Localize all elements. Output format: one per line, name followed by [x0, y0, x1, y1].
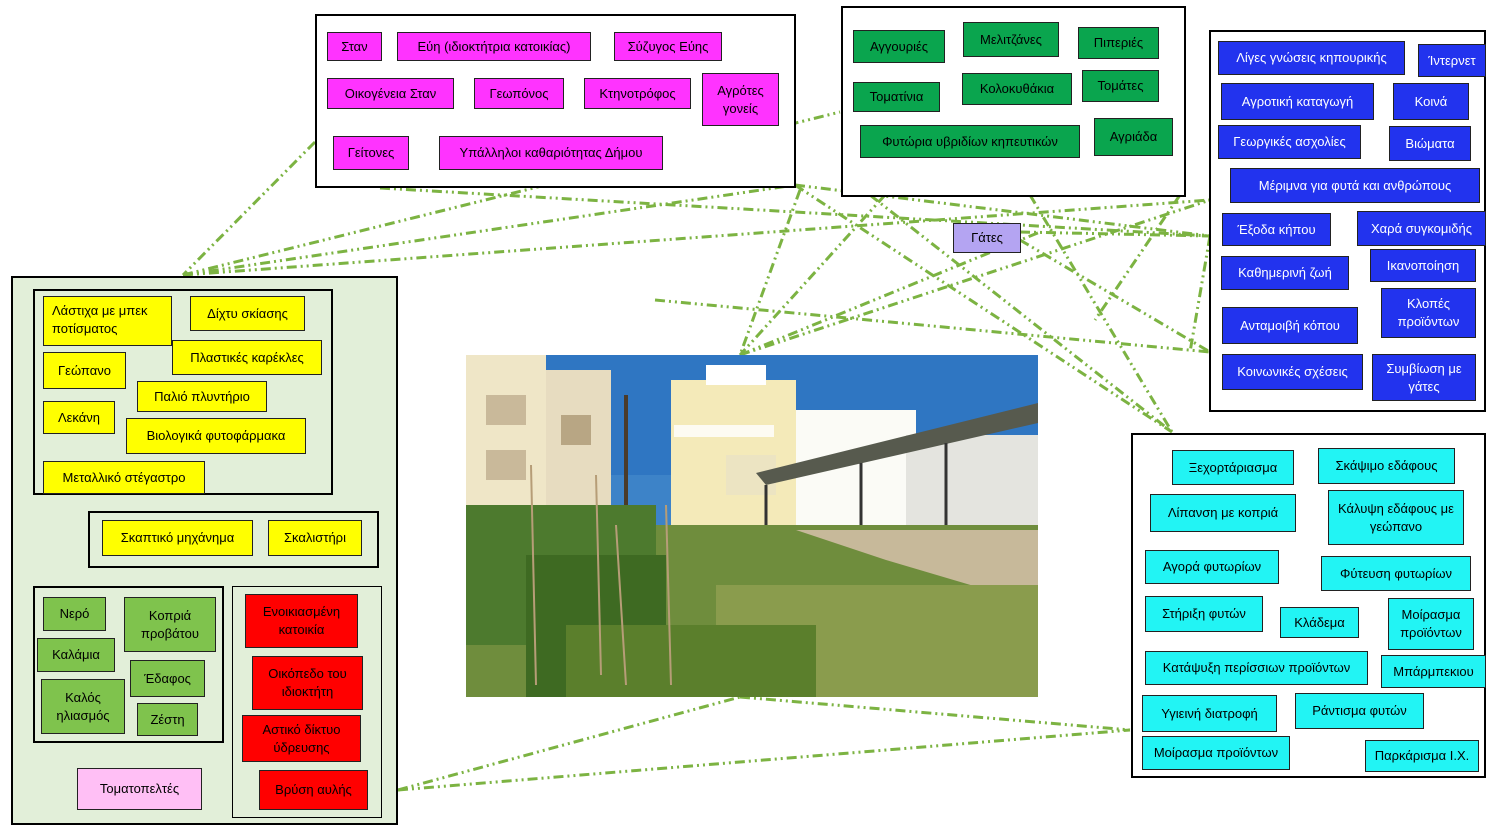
- natural-tag: Κοπριά προβάτου: [124, 597, 216, 652]
- actor-tag: Οικογένεια Σταν: [327, 78, 454, 109]
- tools-group: [33, 289, 333, 495]
- connector: [1019, 238, 1211, 354]
- natural-tag: Καλός ηλιασμός: [41, 679, 125, 734]
- connector: [739, 198, 1211, 357]
- meaning-tag: Βιώματα: [1389, 126, 1471, 161]
- tool-tag: Μεταλλικό στέγαστρο: [43, 461, 205, 494]
- garden-photo-drawing: [466, 355, 1038, 697]
- meaning-tag: Ικανοποίηση: [1370, 249, 1476, 282]
- tool-tag: Παλιό πλυντήριο: [137, 381, 267, 412]
- plant-tag: Πιπεριές: [1078, 27, 1159, 59]
- meaning-tag: Κλοπές προϊόντων: [1381, 288, 1476, 338]
- meaning-tag: Γεωργικές ασχολίες: [1218, 125, 1361, 159]
- natural-tag: Ζέστη: [137, 703, 198, 736]
- machines-group: [88, 511, 379, 568]
- practice-tag: Στήριξη φυτών: [1145, 596, 1263, 632]
- connector: [182, 110, 841, 277]
- plant-tag: Τοματίνια: [853, 82, 940, 112]
- actor-tag: Γεωπόνος: [474, 78, 564, 109]
- practice-tag: Κλάδεμα: [1280, 607, 1359, 638]
- machine-tag: Σκαλιστήρι: [268, 520, 362, 556]
- meaning-tag: Καθημερινή ζωή: [1221, 256, 1349, 290]
- meaning-tag: Ανταμοιβή κόπου: [1222, 307, 1358, 344]
- natural-tag: Καλάμια: [37, 638, 115, 672]
- tool-tag: Βιολογικά φυτοφάρμακα: [126, 418, 306, 454]
- garden-photo: [466, 355, 1038, 697]
- tool-tag: Λάστιχα με μπεκ ποτίσματος: [43, 296, 172, 346]
- practice-tag: Μπάρμπεκιου: [1381, 655, 1486, 688]
- cats-tag: Γάτες: [953, 223, 1021, 253]
- plant-tag: Αγριάδα: [1094, 118, 1173, 156]
- meaning-tag: Ίντερνετ: [1418, 44, 1486, 77]
- connector: [182, 183, 796, 277]
- connector: [738, 193, 887, 357]
- connector: [1028, 194, 1174, 433]
- infrastructure-tag: Βρύση αυλής: [259, 770, 368, 810]
- practice-tag: Παρκάρισμα Ι.Χ.: [1365, 740, 1479, 772]
- plant-tag: Τομάτες: [1082, 70, 1159, 102]
- natural-tag: Νερό: [43, 597, 106, 631]
- connector: [1188, 235, 1212, 353]
- pest-tag: Τοματοπελτές: [77, 768, 202, 810]
- infrastructure-tag: Οικόπεδο του ιδιοκτήτη: [252, 656, 363, 710]
- practice-tag: Μοίρασμα προϊόντων: [1142, 736, 1290, 770]
- actor-tag: Γείτονες: [333, 136, 409, 170]
- connector: [738, 189, 802, 356]
- tool-tag: Δίχτυ σκίασης: [190, 296, 305, 331]
- practice-tag: Φύτευση φυτωρίων: [1321, 556, 1471, 591]
- infrastructure-tag: Αστικό δίκτυο ύδρευσης: [242, 715, 361, 762]
- actor-tag: Κτηνοτρόφος: [584, 78, 691, 109]
- practice-tag: Κατάψυξη περίσσιων προϊόντων: [1145, 651, 1368, 685]
- connector: [654, 298, 1211, 354]
- infrastructure-group: [232, 586, 382, 818]
- practice-tag: Λίπανση με κοπριά: [1150, 494, 1296, 532]
- meaning-tag: Μέριμνα για φυτά και ανθρώπους: [1230, 168, 1480, 203]
- tool-tag: Πλαστικές καρέκλες: [172, 340, 322, 375]
- tool-tag: Γεώπανο: [43, 352, 126, 389]
- natural-tag: Έδαφος: [130, 660, 205, 697]
- actor-tag: Αγρότες γονείς: [702, 73, 779, 126]
- connector: [1019, 230, 1211, 238]
- connector: [181, 140, 317, 277]
- connector: [397, 728, 1131, 792]
- plant-tag: Μελιτζάνες: [963, 22, 1059, 57]
- natural-group: [33, 586, 224, 743]
- connector: [379, 186, 1211, 238]
- practice-tag: Αγορά φυτωρίων: [1145, 550, 1279, 584]
- connector: [182, 198, 1211, 277]
- practice-tag: Σκάψιμο εδάφους: [1318, 448, 1455, 484]
- connector: [794, 183, 1211, 238]
- actor-tag: Εύη (ιδιοκτήτρια κατοικίας): [397, 32, 591, 61]
- practice-tag: Μοίρασμα προϊόντων: [1388, 598, 1474, 650]
- meaning-tag: Κοινά: [1393, 83, 1469, 120]
- meaning-tag: Αγροτική καταγωγή: [1221, 83, 1374, 120]
- plant-tag: Φυτώρια υβριδίων κηπευτικών: [860, 125, 1080, 158]
- meaning-tag: Έξοδα κήπου: [1222, 213, 1331, 246]
- connector: [1093, 194, 1182, 321]
- connector: [869, 193, 1173, 434]
- actor-tag: Υπάλληλοι καθαριότητας Δήμου: [439, 136, 663, 170]
- practice-tag: Ξεχορτάριασμα: [1172, 450, 1294, 485]
- meaning-tag: Συμβίωση με γάτες: [1372, 354, 1476, 401]
- connector: [739, 695, 1131, 732]
- tool-tag: Λεκάνη: [43, 401, 115, 434]
- plant-tag: Αγγουριές: [853, 30, 945, 63]
- connector: [397, 695, 741, 792]
- meaning-tag: Λίγες γνώσεις κηπουρικής: [1218, 41, 1405, 75]
- connector: [739, 230, 1041, 357]
- actor-tag: Σύζυγος Εύης: [614, 32, 722, 61]
- meaning-tag: Κοινωνικές σχέσεις: [1222, 354, 1363, 390]
- meaning-tag: Χαρά συγκομιδής: [1357, 211, 1486, 246]
- practice-tag: Κάλυψη εδάφους με γεώπανο: [1328, 490, 1464, 545]
- actor-tag: Σταν: [327, 32, 382, 61]
- practice-tag: Ράντισμα φυτών: [1295, 693, 1424, 729]
- plant-tag: Κολοκυθάκια: [962, 73, 1072, 105]
- practice-tag: Υγιεινή διατροφή: [1142, 695, 1277, 732]
- infrastructure-tag: Ενοικιασμένη κατοικία: [245, 594, 358, 648]
- machine-tag: Σκαπτικό μηχάνημα: [102, 520, 253, 556]
